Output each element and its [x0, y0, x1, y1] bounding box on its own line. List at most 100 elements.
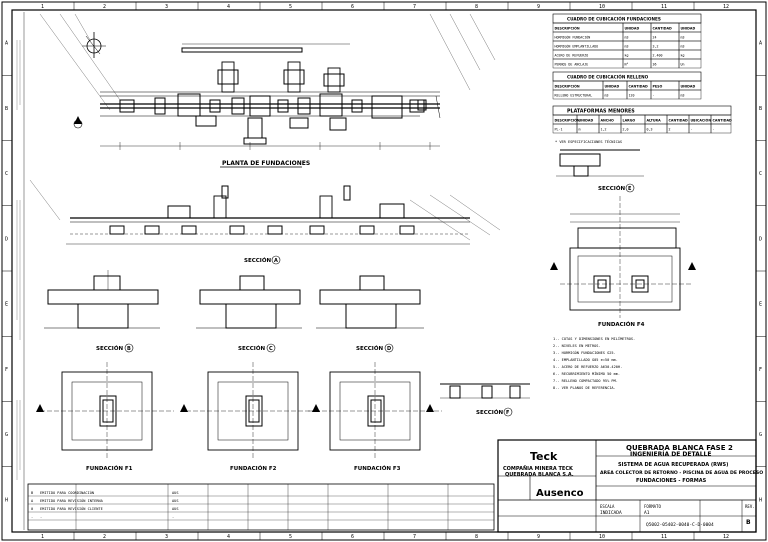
- table-cell: PERNOS DE ANCLAJE: [555, 63, 589, 67]
- table-cell: 2: [669, 128, 671, 132]
- section-c-drawing: [196, 275, 302, 329]
- rev-row-letter: B: [31, 491, 33, 495]
- note-line: 4.- EMPLANTILLADO G05 e=50 mm.: [553, 358, 618, 362]
- svg-text:F: F: [506, 410, 509, 416]
- grid-row-label-right: B: [759, 106, 762, 112]
- table-cell: 2.400: [653, 54, 663, 58]
- table-header-cell: CANTIDAD: [669, 119, 688, 123]
- table-cell: m3: [681, 36, 685, 40]
- section-c-title: SECCIÓN C: [238, 343, 276, 353]
- grid-row-label-right: E: [759, 302, 762, 308]
- note-line: 8.- VER PLANOS DE REFERENCIA.: [553, 386, 616, 390]
- foundation-f1-plan: [40, 362, 174, 458]
- table-cell: m3: [625, 45, 629, 49]
- table-cell: Un: [681, 63, 685, 67]
- revision-label: REV.: [745, 504, 755, 509]
- revision-value: B: [746, 519, 751, 526]
- left-margin-notes: [16, 12, 25, 530]
- section-d-drawing: [316, 275, 424, 329]
- foundation-f2-plan: [186, 362, 320, 458]
- rev-row-description: -: [40, 515, 42, 519]
- plan-title-text: PLANTA DE FUNDACIONES: [222, 160, 310, 167]
- table-cell: -: [691, 128, 693, 132]
- table-title: PLATAFORMAS MENORES: [567, 109, 635, 115]
- table-cell: RELLENO ESTRUCTURAL: [555, 94, 593, 98]
- grid-col-label-top: 2: [103, 4, 106, 10]
- rev-row-letter: 0: [31, 507, 33, 511]
- table-header-cell: UNIDAD: [605, 85, 620, 89]
- grid-col-label-top: 8: [475, 4, 478, 10]
- table-header-cell: ANCHO: [601, 119, 614, 123]
- grid-row-label-right: G: [759, 432, 762, 438]
- table-cell: 120: [629, 94, 635, 98]
- grid-col-label-bottom: 11: [661, 534, 667, 540]
- table-header-cell: CANTIDAD: [653, 27, 672, 31]
- scale-label: ESCALA: [600, 504, 615, 509]
- grid-col-label-bottom: 7: [413, 534, 416, 540]
- grid-col-label-top: 3: [165, 4, 168, 10]
- grid-row-label-left: D: [5, 236, 8, 242]
- section-f-title: SECCIÓN F: [476, 407, 513, 417]
- grid-col-label-bottom: 12: [723, 534, 729, 540]
- project-title-1: QUEBRADA BLANCA FASE 2: [626, 444, 733, 452]
- ausenco-logo: Ausenco: [536, 488, 584, 499]
- description-line-1: SISTEMA DE AGUA RECUPERADA (RWS): [618, 462, 728, 468]
- rev-row-description: EMITIDO PARA COORDINACIÓN: [40, 490, 94, 495]
- table-header-cell: LARGO: [623, 119, 636, 123]
- grid-row-label-left: E: [5, 302, 8, 308]
- section-a-title: SECCIÓN A: [244, 255, 281, 265]
- table-header-cell: UNIDAD: [681, 27, 696, 31]
- svg-text:SECCIÓN: SECCIÓN: [598, 185, 626, 192]
- note-line: 5.- ACERO DE REFUERZO A630-420H.: [553, 365, 622, 369]
- fund-f4-title: FUNDACIÓN F4: [598, 321, 645, 328]
- grid-row-label-left: F: [5, 367, 8, 373]
- note-line: 3.- HORMIGÓN FUNDACIONES G25.: [553, 350, 616, 355]
- table-header-cell: UNIDAD: [625, 27, 640, 31]
- table-cell: HORMIGÓN FUNDACIÓN: [555, 35, 591, 40]
- format-value: A1: [644, 510, 650, 516]
- note-line: 2.- NIVELES EN METROS.: [553, 344, 601, 348]
- grid-col-label-top: 6: [351, 4, 354, 10]
- general-notes: 1.- COTAS Y DIMENSIONES EN MILÍMETROS.2.…: [553, 336, 635, 390]
- table-header-cell: CANTIDAD: [629, 85, 648, 89]
- company-line-1: COMPAÑIA MINERA TECK: [503, 465, 574, 472]
- section-d-title: SECCIÓN D: [356, 343, 394, 353]
- table-cell: m3: [681, 94, 685, 98]
- table-cell: m3: [605, 94, 609, 98]
- table-cell: 2,0: [623, 128, 629, 132]
- table-header-cell: UNIDAD: [579, 119, 594, 123]
- plan-title: PLANTA DE FUNDACIONES: [220, 160, 310, 168]
- table-cell: 36: [653, 63, 657, 67]
- north-arrow-icon: [82, 32, 106, 58]
- table-cell: -: [713, 128, 715, 132]
- grid-col-label-top: 11: [661, 4, 667, 10]
- grid-col-label-top: 9: [537, 4, 540, 10]
- section-b-drawing: [44, 270, 160, 329]
- grid-col-label-bottom: 1: [41, 534, 44, 540]
- table-cell: 0,3: [647, 128, 653, 132]
- table-header-cell: DESCRIPCIÓN: [555, 26, 580, 31]
- grid-col-label-top: 1: [41, 4, 44, 10]
- rev-row-letter: A: [31, 499, 34, 503]
- foundation-plan-view: [100, 43, 441, 150]
- quantity-tables: CUADRO DE CUBICACIÓN FUNDACIONESDESCRIPC…: [552, 13, 732, 144]
- title-block: Teck COMPAÑIA MINERA TECK QUEBRADA BLANC…: [497, 439, 763, 533]
- table-cell: N°: [625, 63, 629, 67]
- rev-row-description: EMITIDO PARA REVISIÓN INTERNA: [40, 498, 104, 503]
- rev-row-letter: -: [31, 515, 33, 519]
- grid-row-label-left: C: [5, 171, 8, 177]
- table-header-cell: ALTURA: [647, 119, 662, 123]
- rev-row-description: EMITIDO PARA REVISIÓN CLIENTE: [40, 506, 103, 511]
- svg-text:SECCIÓN: SECCIÓN: [476, 409, 504, 416]
- note-line: 6.- RECUBRIMIENTO MÍNIMO 50 mm.: [553, 371, 620, 376]
- fund-f1-title: FUNDACIÓN F1: [86, 465, 133, 472]
- table-cell: kg: [625, 54, 629, 58]
- table-cell: 1,2: [601, 128, 607, 132]
- grid-row-label-right: C: [759, 171, 762, 177]
- foundation-f4-plan: [560, 196, 692, 318]
- grid-row-label-left: G: [5, 432, 8, 438]
- fund-f2-title: FUNDACIÓN F2: [230, 465, 277, 472]
- grid-col-label-bottom: 6: [351, 534, 354, 540]
